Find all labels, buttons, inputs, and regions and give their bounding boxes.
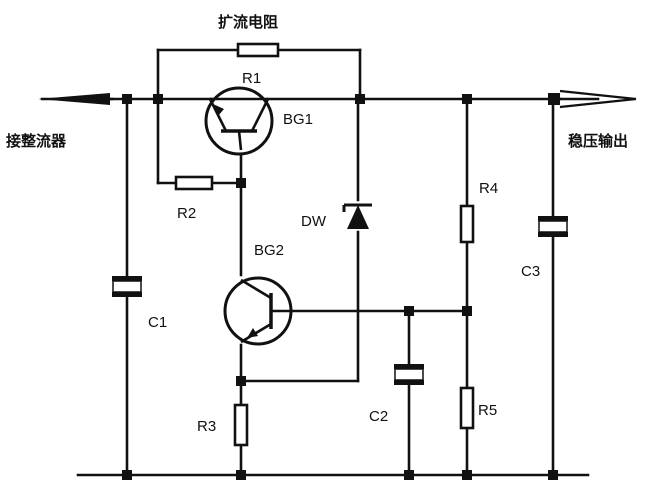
transistor-bg1 (204, 86, 274, 156)
label-c3: C3 (521, 263, 540, 280)
resistor-r4 (459, 204, 475, 244)
label-c1: C1 (148, 314, 167, 331)
label-r3: R3 (197, 418, 216, 435)
capacitor-c3 (538, 216, 568, 237)
input-arrow (38, 93, 114, 105)
label-r2: R2 (177, 205, 196, 222)
label-input: 接整流器 (6, 132, 67, 150)
wires (58, 48, 600, 477)
capacitor-c1 (112, 276, 142, 297)
resistor-r2 (174, 175, 214, 191)
output-arrow (548, 89, 637, 109)
resistor-r1 (236, 42, 280, 58)
label-shunt-resistor: 扩流电阻 (218, 13, 278, 31)
capacitor-c2 (394, 364, 424, 385)
transistor-bg2 (223, 276, 293, 346)
zener-diode-dw (342, 203, 372, 229)
label-dw: DW (301, 213, 327, 230)
label-r5: R5 (478, 402, 497, 419)
label-output: 稳压输出 (568, 132, 628, 150)
label-bg1: BG1 (283, 111, 313, 128)
resistor-r3 (233, 403, 249, 447)
resistor-r5 (459, 386, 475, 430)
junctions (122, 94, 558, 480)
label-r1: R1 (242, 70, 261, 87)
label-c2: C2 (369, 408, 388, 425)
label-bg2: BG2 (254, 242, 284, 259)
label-r4: R4 (479, 180, 498, 197)
